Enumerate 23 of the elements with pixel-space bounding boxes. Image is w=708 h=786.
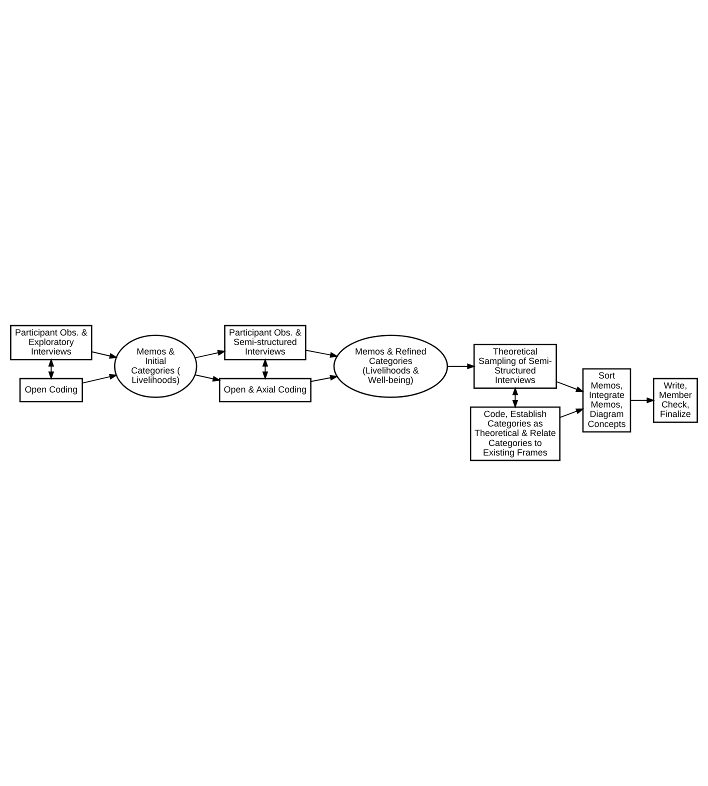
node-box: Open Coding: [19, 378, 83, 402]
arrow: [82, 374, 118, 384]
node-box: Participant Obs. & Semi-structured Interviews: [224, 324, 306, 360]
arrow: [559, 408, 584, 418]
node-ellipse: Memos & Initial Categories (Livelihoods): [114, 334, 198, 398]
node-box: Code, Establish Categories as Theoretical & Relate Categories to Existing Frames: [470, 406, 560, 462]
arrow: [556, 381, 584, 392]
arrow: [91, 351, 118, 359]
node-box: Sort Memos, Integrate Memos, Diagram Concepts: [582, 368, 632, 432]
arrow: [512, 386, 518, 408]
arrow: [310, 374, 338, 382]
node-box: Participant Obs. & Exploratory Interviews: [10, 324, 92, 360]
arrow: [48, 358, 54, 380]
node-box: Theoretical Sampling of Semi-Structured Interviews: [473, 344, 557, 389]
arrow: [630, 397, 656, 404]
arrow: [447, 363, 476, 370]
arrow: [194, 374, 222, 382]
node-box: Open & Axial Coding: [218, 378, 312, 402]
arrow: [262, 358, 268, 380]
arrow: [305, 350, 338, 358]
node-ellipse: Memos & Refined Categories (Livelihoods & Well-being): [333, 334, 448, 398]
node-box: Write, Member Check, Finalize: [652, 378, 698, 423]
arrow: [194, 350, 226, 358]
